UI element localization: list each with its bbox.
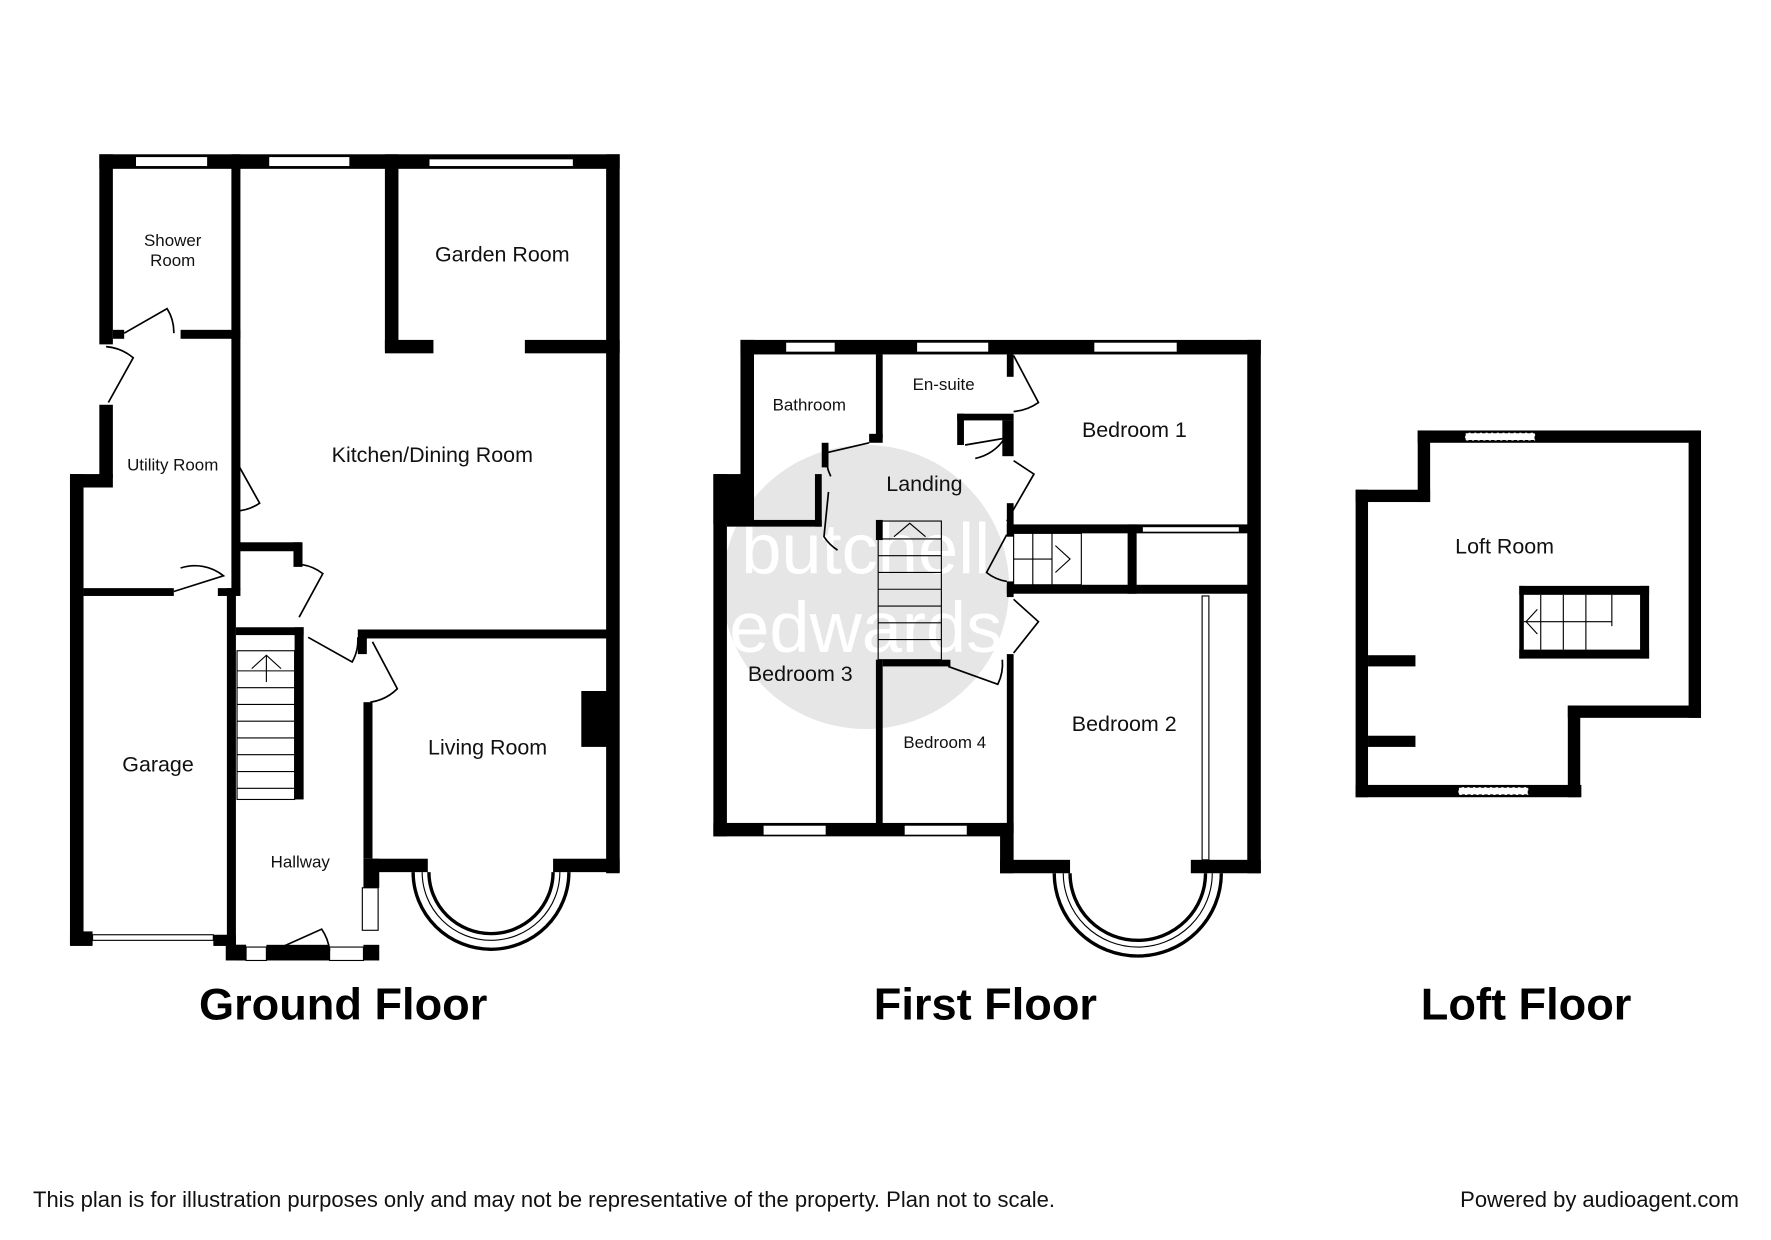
en-suite-label: En-suite [913,375,975,394]
first-floor-stairs [877,520,1082,661]
hall-side-window [361,887,379,931]
bedroom-2-wardrobe [1201,595,1210,861]
hallway-label: Hallway [271,853,331,872]
loft-floor-title: Loft Floor [1421,979,1632,1030]
loft-floor-windows [1457,432,1536,796]
bedroom-3-label: Bedroom 3 [748,662,853,686]
garden-sliding-door [428,158,574,168]
bedroom-1-label: Bedroom 1 [1082,418,1187,442]
wardrobe-sliding-door [1141,526,1240,533]
bedroom-2-bay [1052,873,1223,958]
watermark-circle [722,445,1010,730]
hall-window-right [329,946,365,962]
powered-by-link[interactable]: Powered by audioagent.com [1460,1187,1739,1212]
ground-floor-labels: Shower Room Garden Room Utility Room Kit… [122,231,569,872]
bathroom-label: Bathroom [773,395,846,414]
landing-label: Landing [886,472,962,496]
shower-room-window [134,155,209,168]
bedroom-3-window [762,824,827,836]
ground-floor-doors [106,307,399,952]
ground-floor-title: Ground Floor [199,979,487,1030]
watermark: butchell edwards [722,445,1010,730]
kitchen-dining-label: Kitchen/Dining Room [332,443,533,467]
ground-floor-plan: Shower Room Garden Room Utility Room Kit… [69,154,620,1030]
living-room-label: Living Room [428,736,547,760]
loft-floor-plan: Loft Room Loft Floor [1355,430,1702,1030]
loft-floor-walls [1355,430,1702,798]
first-floor-labels: Bathroom En-suite Bedroom 1 Landing Bedr… [748,375,1187,752]
bathroom-window [785,341,836,353]
bedroom-4-label: Bedroom 4 [903,733,986,752]
loft-room-label: Loft Room [1455,535,1554,559]
living-room-bay [411,872,571,951]
disclaimer-text: This plan is for illustration purposes o… [33,1187,1055,1212]
first-floor-doors [823,355,1040,686]
first-floor-title: First Floor [874,979,1097,1030]
hall-window-left [245,946,267,962]
loft-floor-stairs [1523,594,1613,650]
bedroom-1-window [1093,341,1178,353]
garage-door [91,934,214,941]
garden-room-label: Garden Room [435,243,570,267]
ground-floor-windows [91,155,574,962]
loft-velux-bottom [1457,786,1529,796]
utility-room-label: Utility Room [127,456,218,475]
shower-room-label-line1: Shower [144,231,202,250]
first-floor-windows [762,341,1240,861]
shower-room-label-line2: Room [150,251,195,270]
garage-label: Garage [122,753,193,777]
en-suite-window [915,341,990,353]
bedroom-2-label: Bedroom 2 [1072,712,1177,736]
ground-floor-stairs [236,650,296,801]
ground-floor-walls [69,154,620,961]
first-floor-plan: Bathroom En-suite Bedroom 1 Landing Bedr… [713,339,1261,1030]
bedroom-4-window [903,824,968,836]
watermark-line-2: edwards [729,588,1002,668]
kitchen-window [268,155,351,168]
loft-velux-top [1464,432,1536,442]
